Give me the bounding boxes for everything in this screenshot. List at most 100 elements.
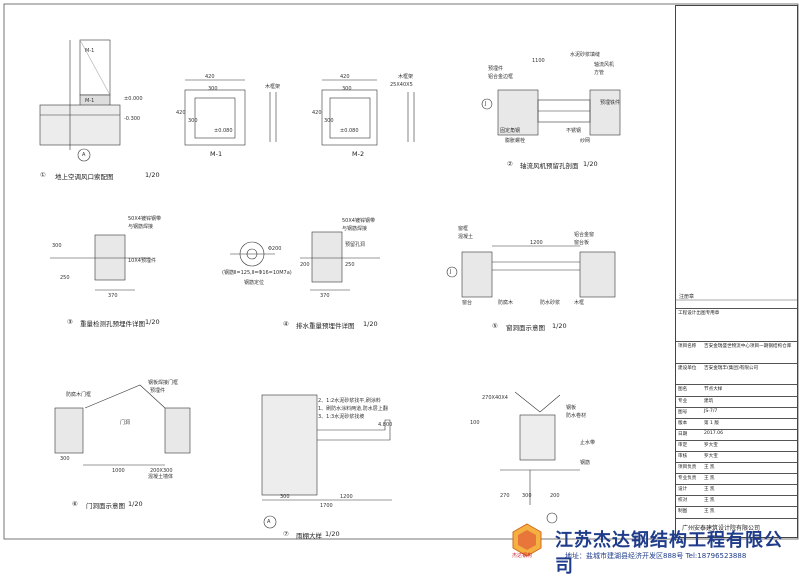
detail-1-label: -0.300	[124, 116, 141, 122]
tb-row: 版本第 1 版	[676, 418, 797, 429]
detail-8-num: ⑤	[492, 322, 498, 330]
detail-11-label: 270X40X4	[482, 395, 508, 401]
tb-value: JS-7/7	[704, 409, 718, 414]
detail-5-label: 与钢筋焊接	[128, 224, 154, 230]
detail-7-label: 预留孔洞	[345, 242, 366, 248]
detail-7-label: 200	[300, 262, 310, 268]
tb-row: 审核罗大宝	[676, 451, 797, 462]
drawing-sheet	[3, 3, 799, 540]
tb-key: 项目名称	[678, 344, 697, 349]
detail-8-label: 窗台板	[574, 240, 590, 246]
detail-10-label: 4.800	[378, 422, 393, 428]
tb-key: 图名	[678, 387, 688, 392]
detail-10-label: 300	[280, 494, 290, 500]
detail-8-label: 1200	[530, 240, 543, 246]
detail-10-label: 1700	[320, 503, 333, 509]
detail-10-scale: 1/20	[325, 530, 340, 538]
detail-10-axis: A	[267, 519, 271, 525]
tb-row: 图名 节点大样	[676, 384, 797, 395]
detail-4-label: 1100	[532, 58, 545, 64]
detail-4-label: 膨胀螺栓	[505, 138, 526, 144]
detail-9-label: 防腐木门框	[66, 392, 92, 398]
tb-value: 节点大样	[704, 387, 723, 392]
detail-2-label: 300	[208, 86, 218, 92]
watermark-address: 地址：盐城市建湖县经济开发区888号 Tel:18796523888	[565, 552, 747, 560]
detail-2-label: 木框架	[265, 84, 281, 90]
detail-9-label: 预埋件	[150, 388, 166, 394]
detail-3-title: M-2	[352, 150, 365, 158]
detail-2-title: M-1	[210, 150, 223, 158]
detail-1-title: 地上空调风口索配图	[55, 173, 114, 181]
tb-row: 专业负责王 凯	[676, 473, 797, 484]
detail-7-label: 250	[345, 262, 355, 268]
detail-1-label: M-1	[85, 98, 95, 104]
detail-3-label: 420	[340, 74, 350, 80]
tb-value: 2017.06	[704, 431, 723, 436]
detail-8-scale: 1/20	[552, 322, 567, 330]
tb-key: 专业	[678, 399, 688, 404]
detail-11-label: 止水带	[580, 440, 596, 446]
detail-4-label: 固定角钢	[500, 128, 521, 134]
detail-4-label: 铝合金边框	[488, 74, 514, 80]
tb-key: 设计	[678, 487, 688, 492]
detail-10-label: 3、1:3水泥砂浆找坡	[318, 414, 365, 420]
company-logo-icon	[512, 523, 542, 557]
company-logo-text: 杰达钢构	[512, 553, 533, 559]
detail-4-axis: J	[485, 101, 487, 107]
detail-8-label: 防腐木	[498, 300, 514, 306]
detail-5-num: ③	[67, 318, 73, 326]
detail-8-label: 混凝土	[458, 234, 474, 240]
tb-row: 制图王 凯	[676, 506, 797, 517]
tb-row: 项目名称 吉安金瑞盛世物流中心项目一期钢结构仓库	[676, 341, 797, 358]
tb-key: 工程设计出图专用章	[678, 311, 720, 316]
detail-3-label: ±0.080	[340, 128, 359, 134]
detail-11-label: 防水卷材	[566, 413, 587, 419]
detail-8-label: 窗框	[458, 226, 469, 232]
tb-value: 王 凯	[704, 509, 715, 514]
tb-key: 项目负责	[678, 465, 697, 470]
title-block-stamp-label: 注册章	[679, 294, 695, 300]
tb-value: 王 凯	[704, 476, 715, 481]
detail-1-graphic	[39, 39, 121, 162]
tb-key: 建设单位	[678, 366, 697, 371]
detail-4-label: 轴流风机	[594, 62, 615, 68]
detail-10-num: ⑦	[283, 530, 289, 538]
tb-value: 王 凯	[704, 498, 715, 503]
detail-1-label: M-1	[85, 48, 95, 54]
detail-7-label: 370	[320, 293, 330, 299]
detail-8-title: 窗洞面示意图	[506, 324, 545, 332]
tb-value: 吉安金瑞盛世物流中心项目一期钢结构仓库	[704, 344, 792, 349]
detail-8-label: 铝合金窗	[574, 232, 595, 238]
tb-value: 第 1 版	[704, 421, 720, 426]
tb-row: 项目负责王 凯	[676, 462, 797, 473]
tb-row: 建设单位吉安金瑞丰(集团)有限公司	[676, 363, 797, 380]
title-block: 注册章 工程设计出图专用章 项目名称 吉安金瑞盛世物流中心项目一期钢结构仓库 建设…	[675, 5, 798, 538]
detail-4-scale: 1/20	[583, 160, 598, 168]
detail-9-label: 300	[60, 456, 70, 462]
detail-9-label: 1000	[112, 468, 125, 474]
detail-5-title: 重量检测孔预埋件详图	[80, 320, 145, 328]
detail-5-label: 10X4预埋件	[128, 258, 156, 264]
detail-4-label: 水泥砂浆填缝	[570, 52, 601, 58]
tb-value: 罗大宝	[704, 443, 718, 448]
tb-value: 建筑	[704, 399, 714, 404]
detail-9-num: ⑥	[72, 500, 78, 508]
tb-key: 图号	[678, 410, 688, 415]
detail-10-title: 雨棚大样	[296, 532, 322, 540]
detail-1-axis: A	[82, 152, 86, 158]
detail-7-num: ④	[283, 320, 289, 328]
detail-9-scale: 1/20	[128, 500, 143, 508]
detail-2-label: 420	[205, 74, 215, 80]
detail-11-label: 100	[470, 420, 480, 426]
detail-11-label: 270	[500, 493, 510, 499]
detail-2-label: 300	[188, 118, 198, 124]
detail-8-label: 窗台	[462, 300, 473, 306]
tb-row: 工程设计出图专用章	[676, 308, 797, 323]
detail-8-axis: J	[450, 269, 452, 275]
tb-key: 校对	[678, 498, 688, 503]
detail-1-num: ①	[40, 171, 46, 179]
detail-9-label: 混凝土墙体	[148, 474, 174, 480]
detail-4-label: 方管	[594, 70, 605, 76]
detail-5-label: 300	[52, 243, 62, 249]
detail-3-label: 300	[324, 118, 334, 124]
